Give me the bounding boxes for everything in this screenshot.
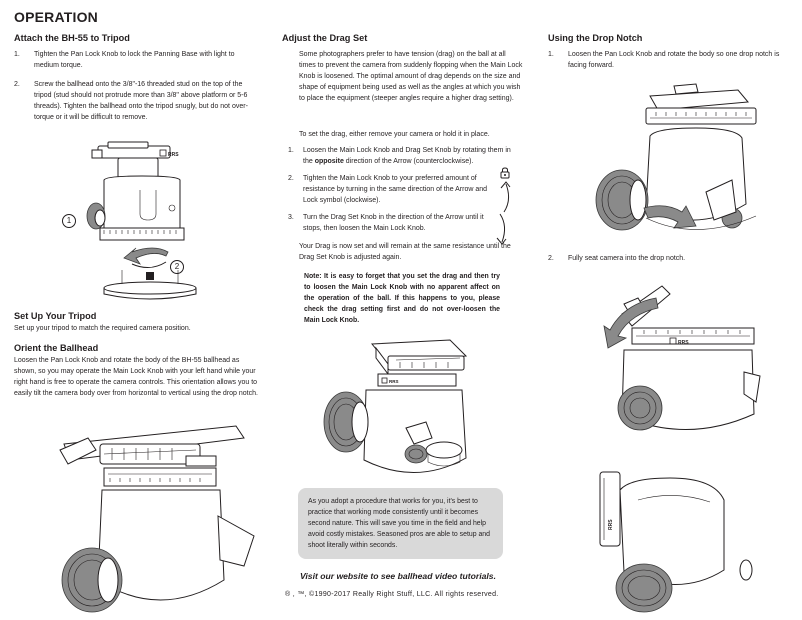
clockwise-arrow-icon [500,181,511,213]
rrs-logo: RRS [669,337,689,346]
main-lock-knob [61,547,123,613]
drag-step-1: 1. Loosen the Main Lock Knob and Drag Set… [288,145,520,167]
drop-notch-seated-illustration: RRS [599,471,753,613]
drop-notch-step-2: 2. Fully seat camera into the drop notch. [548,253,794,264]
orient-text: Loosen the Pan Lock Knob and rotate the … [14,357,258,397]
rrs-logo: RRS [159,149,179,158]
step-text: direction of the Arrow (counterclockwise… [343,158,474,165]
rotate-arrow-icon [123,247,169,268]
drag-steps: 1. Loosen the Main Lock Knob and Drag Set… [288,145,520,240]
attach-step-1: 1. Tighten the Pan Lock Knob to lock the … [14,49,260,71]
setup-text: Set up your tripod to match the required… [14,325,191,332]
drop-notch-steps-1: 1. Loosen the Pan Lock Knob and rotate th… [548,49,794,77]
drag-heading: Adjust the Drag Set [282,33,368,43]
drag-intro: Some photographers prefer to have tensio… [299,51,523,102]
step-text: Loosen the Pan Lock Knob and rotate the … [568,51,780,69]
drop-notch-steps-2: 2. Fully seat camera into the drop notch. [548,253,794,270]
main-lock-knob [617,385,663,431]
attach-heading: Attach the BH-55 to Tripod [14,33,130,43]
drag-step-3: 3. Turn the Drag Set Knob in the directio… [288,212,496,234]
page-title: OPERATION [14,9,98,25]
drag-set-knob [404,421,433,464]
copyright: ® , ™, ©1990-2017 Really Right Stuff, LL… [285,591,499,598]
ballhead-mounting-illustration: RRS [86,141,197,300]
drop-notch-rotate-illustration: RRS [595,83,757,231]
svg-text:RRS: RRS [608,519,614,530]
callout-1-badge: 1 [62,214,76,228]
drag-note: Note: It is easy to forget that you set … [304,273,500,324]
drag-result: Your Drag is now set and will remain at … [299,243,511,261]
lock-icon [500,167,510,179]
counterclockwise-arrow-icon [496,213,507,245]
drop-notch-heading: Using the Drop Notch [548,33,643,43]
main-lock-knob [615,563,673,613]
step-text: Screw the ballhead onto the 3/8"-16 thre… [34,81,248,121]
step-number: 2. [14,81,20,88]
step-text: Turn the Drag Set Knob in the direction … [303,214,484,232]
step-emphasis: opposite [314,158,344,165]
rotate-arrow-icon [643,205,697,229]
main-lock-knob [595,169,649,231]
rotate-arrow-icon [603,297,659,349]
attach-step-2: 2. Screw the ballhead onto the 3/8"-16 th… [14,79,260,123]
attach-steps: 1. Tighten the Pan Lock Knob to lock the … [14,49,260,129]
setup-heading: Set Up Your Tripod [14,311,97,321]
rrs-logo: RRS [381,377,399,384]
svg-text:RRS: RRS [168,152,179,158]
step-text: Tighten the Main Lock Knob to your prefe… [303,175,488,204]
drag-step-2: 2. Tighten the Main Lock Knob to your pre… [288,173,496,206]
main-lock-knob [323,391,369,453]
svg-text:RRS: RRS [389,379,399,384]
drag-set-ballhead-illustration: RRS [323,339,468,473]
svg-text:RRS: RRS [678,340,689,346]
orient-heading: Orient the Ballhead [14,343,99,353]
website-note: Visit our website to see ballhead video … [300,571,496,581]
step-number: 2. [548,255,554,262]
step-text: Fully seat camera into the drop notch. [568,255,686,262]
drop-notch-seat-illustration: RRS [603,285,761,431]
drop-notch-step-1: 1. Loosen the Pan Lock Knob and rotate th… [548,49,794,71]
callout-2-badge: 2 [170,260,184,274]
orient-ballhead-illustration: RRS [59,425,255,613]
step-number: 2. [288,175,294,182]
step-number: 3. [288,214,294,221]
step-number: 1. [288,147,294,154]
drag-remove-camera: To set the drag, either remove your came… [299,131,490,138]
tip-box: As you adopt a procedure that works for … [298,488,503,559]
rrs-logo: RRS [608,519,614,530]
step-text: Loosen the Main Lock Knob and Drag Set K… [303,147,511,165]
step-number: 1. [548,51,554,58]
step-number: 1. [14,51,20,58]
step-text: Tighten the Pan Lock Knob to lock the Pa… [34,51,235,69]
